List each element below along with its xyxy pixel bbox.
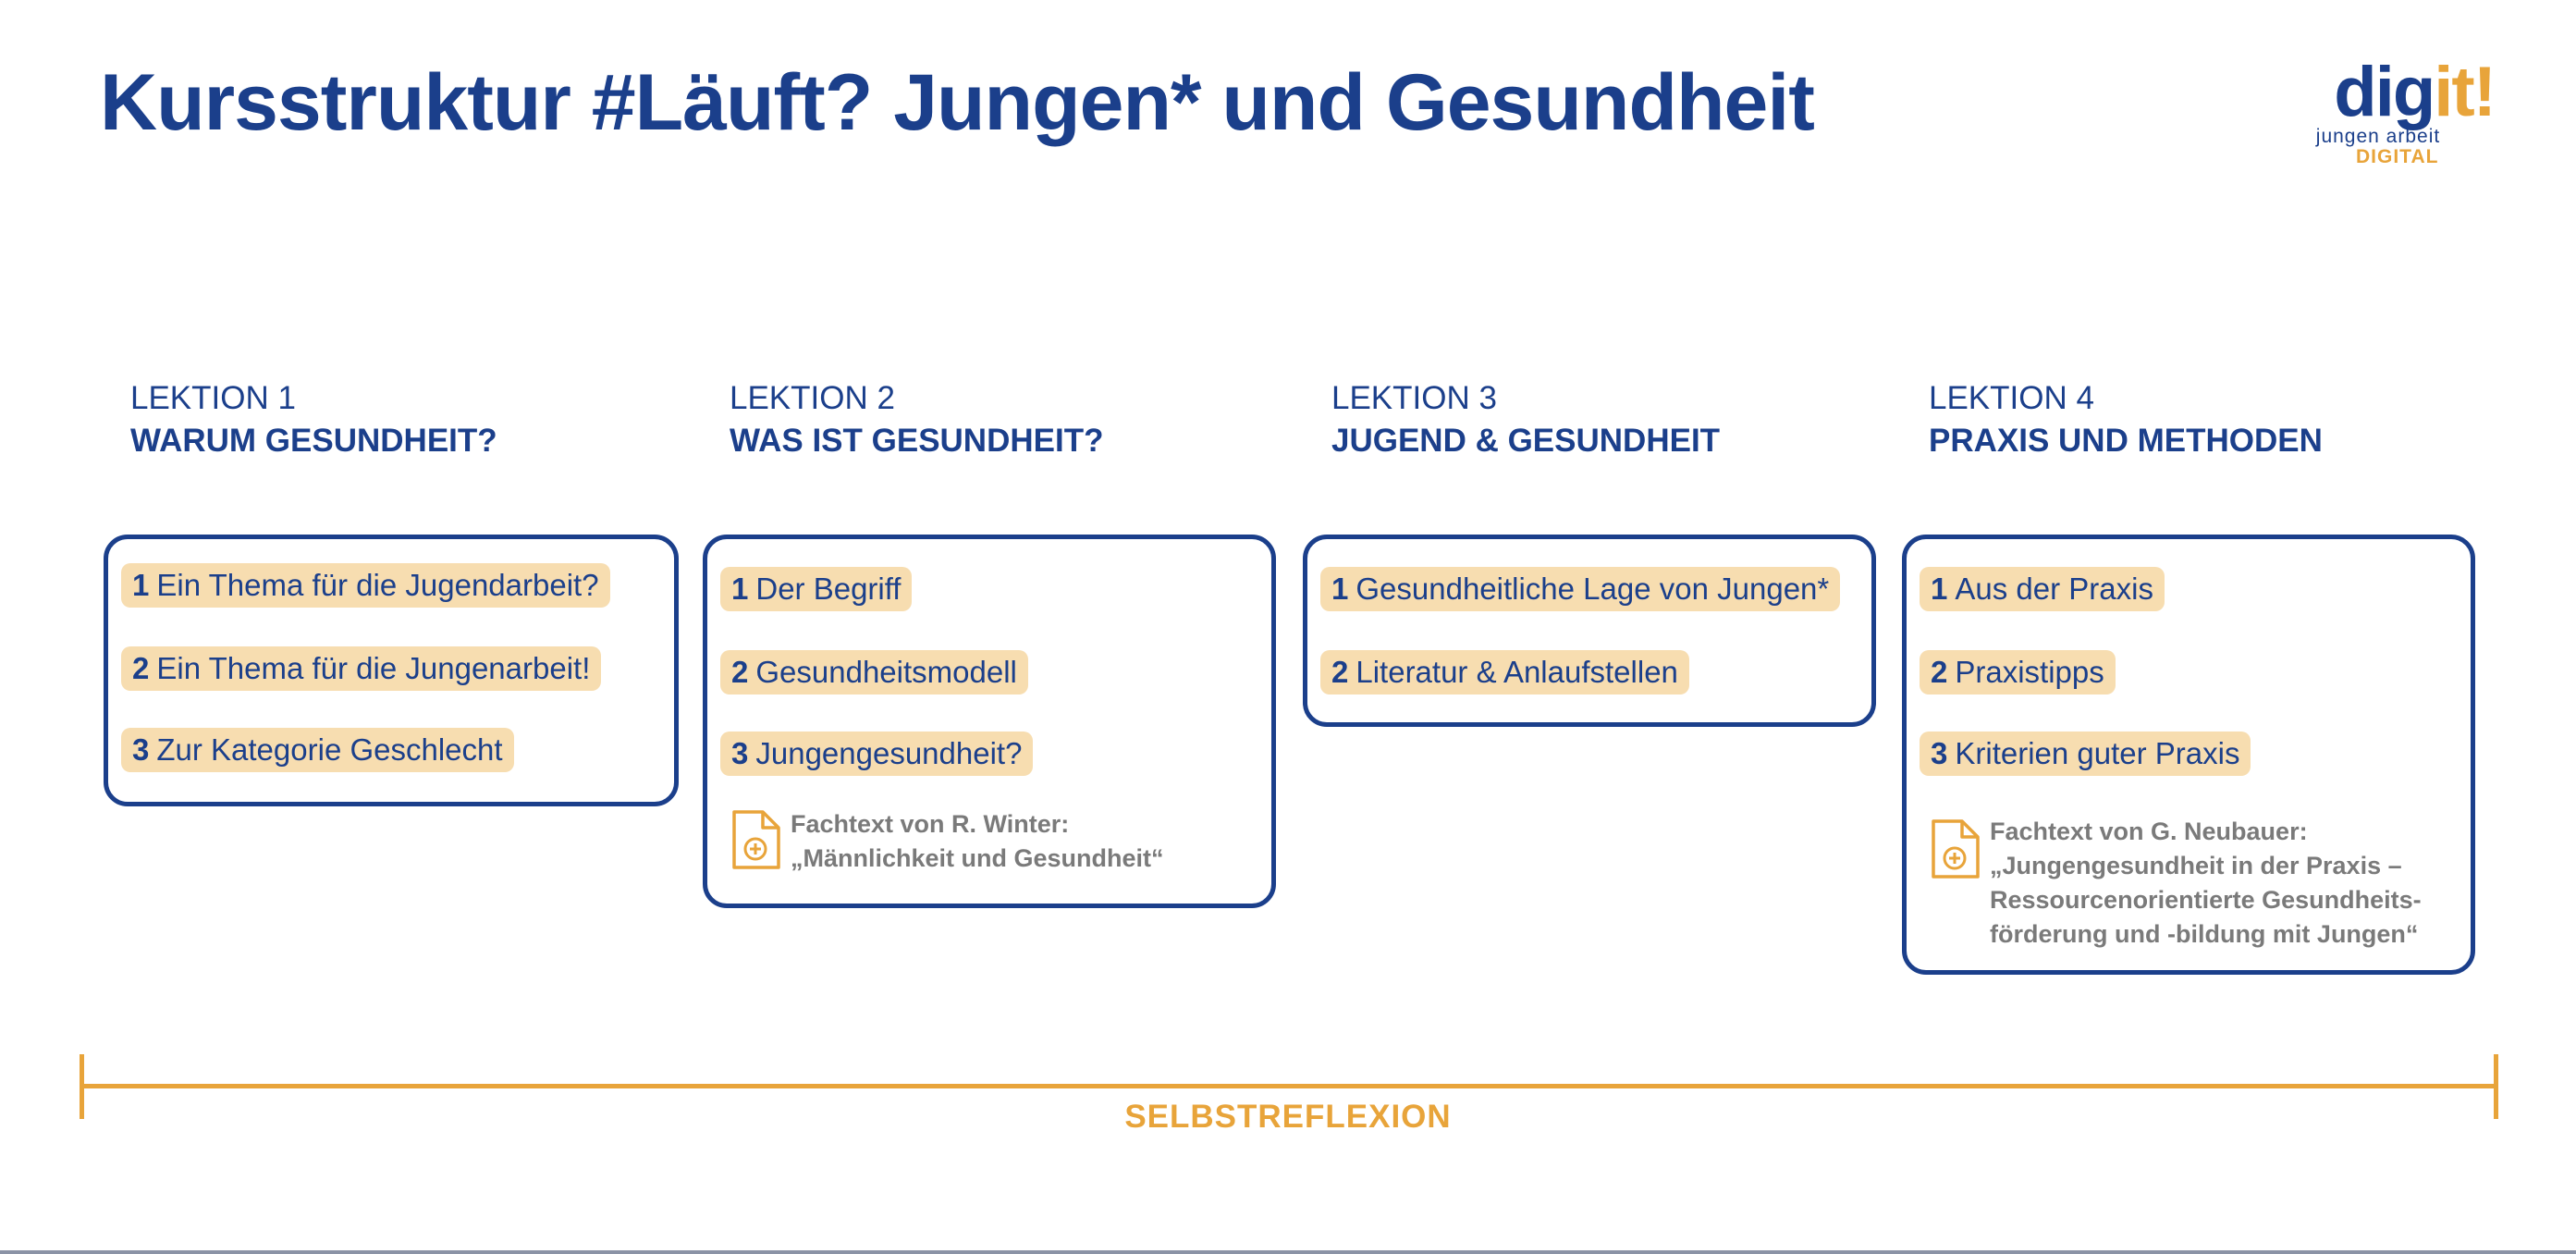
lesson-3-header: LEKTION 3 JUGEND & GESUNDHEIT	[1331, 377, 1720, 462]
lesson-4-header: LEKTION 4 PRAXIS UND METHODEN	[1929, 377, 2323, 462]
document-plus-icon[interactable]	[731, 809, 781, 870]
lesson-title: WARUM GESUNDHEIT?	[130, 423, 497, 459]
lesson-number: LEKTION 3	[1331, 380, 1497, 416]
lesson-number: LEKTION 1	[130, 380, 296, 416]
lesson-2-header: LEKTION 2 WAS IST GESUNDHEIT?	[730, 377, 1103, 462]
fachtext-link[interactable]: Fachtext von R. Winter: „Männlichkeit un…	[791, 810, 1164, 872]
timeline-end-tick	[2494, 1054, 2498, 1119]
lesson-title: PRAXIS UND METHODEN	[1929, 423, 2323, 459]
lesson-number: LEKTION 2	[730, 380, 895, 416]
digit-logo: digit! jungen arbeit DIGITAL	[2282, 57, 2496, 176]
document-plus-icon[interactable]	[1931, 818, 1981, 879]
bottom-divider	[0, 1250, 2576, 1254]
page-title: Kursstruktur #Läuft? Jungen* und Gesundh…	[100, 58, 1815, 147]
logo-digital: DIGITAL	[2356, 146, 2439, 167]
timeline-label: SELBSTREFLEXION	[1124, 1099, 1452, 1135]
logo-subtitle: jungen arbeit	[2315, 126, 2441, 147]
lesson-1-header: LEKTION 1 WARUM GESUNDHEIT?	[130, 377, 497, 462]
lesson-title: JUGEND & GESUNDHEIT	[1331, 423, 1721, 459]
fachtext-link[interactable]: Fachtext von G. Neubauer: „Jungengesundh…	[1990, 818, 2422, 948]
lesson-title: WAS IST GESUNDHEIT?	[730, 423, 1104, 459]
lesson-number: LEKTION 4	[1929, 380, 2094, 416]
timeline-line	[80, 1084, 2498, 1088]
